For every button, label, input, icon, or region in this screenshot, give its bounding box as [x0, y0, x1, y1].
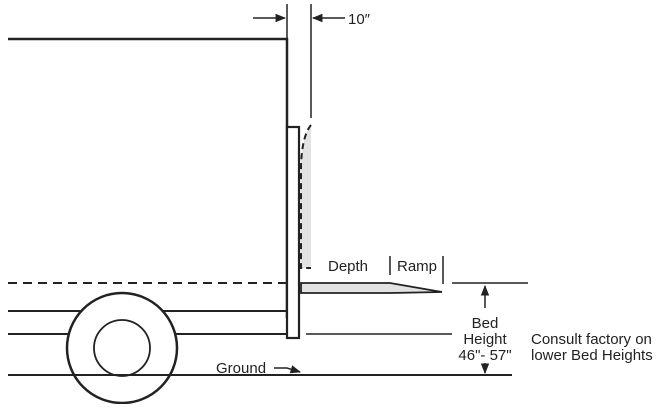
- bed-height-label-line2: Height: [463, 331, 507, 348]
- truck-wheel: [65, 291, 179, 405]
- truck-body: [8, 37, 289, 335]
- folded-platform-outline: [300, 124, 312, 269]
- platform-dimension-labels: Depth Ramp: [328, 256, 444, 284]
- bed-height-note: Consult factory on lower Bed Heights: [531, 331, 653, 364]
- bed-height-dimension: Bed Height 46"- 57": [452, 282, 528, 375]
- deployed-platform: [300, 282, 443, 294]
- ground-leader-arrow: [274, 365, 302, 374]
- clearance-dimension: 10″: [253, 4, 371, 118]
- bed-height-range: 46"- 57": [458, 347, 511, 364]
- ramp-label: Ramp: [397, 258, 437, 275]
- note-line1: Consult factory on: [531, 331, 652, 348]
- truck-body-outline: [8, 37, 289, 318]
- note-line2: lower Bed Heights: [531, 347, 653, 364]
- ground-label: Ground: [216, 360, 266, 377]
- folded-platform-fill: [301, 125, 311, 268]
- wheel-hub: [93, 319, 151, 377]
- ground: Ground: [8, 360, 512, 377]
- bed-height-label-line1: Bed: [472, 315, 499, 332]
- depth-label: Depth: [328, 258, 368, 275]
- clearance-label: 10″: [348, 11, 371, 28]
- liftgate-stowed-panel: [285, 125, 301, 340]
